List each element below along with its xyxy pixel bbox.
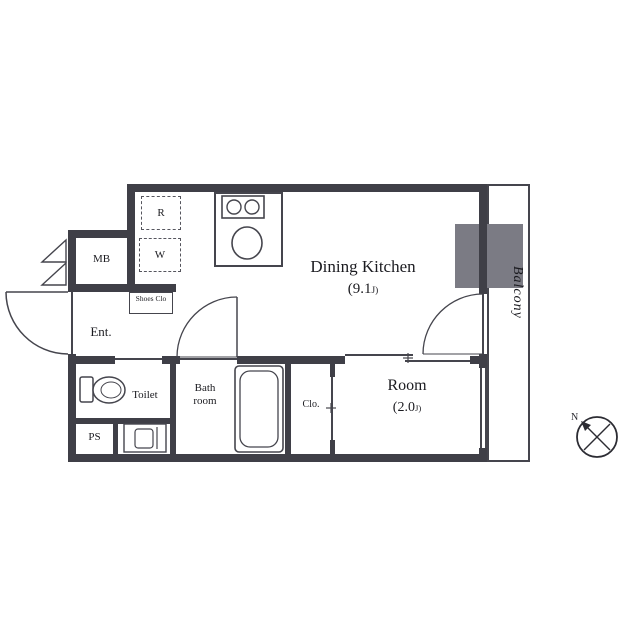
room-size: (2.0J) xyxy=(392,400,422,415)
room-sliding-door-panel-2 xyxy=(405,360,470,362)
toilet-icon xyxy=(79,376,126,404)
wall-hall-bottom-c xyxy=(237,356,345,364)
refrigerator-space-box: R xyxy=(141,196,181,230)
washer-label: W xyxy=(154,249,166,261)
kitchen-sink-icon xyxy=(231,226,263,260)
compass-icon: N xyxy=(571,412,618,458)
entrance-door-arc xyxy=(5,291,69,355)
wall-closet-stub-bottom xyxy=(330,440,335,454)
pipe-space-label: PS xyxy=(88,431,101,443)
balcony-area xyxy=(487,184,530,462)
wall-right-mid xyxy=(479,354,487,368)
structural-pillar xyxy=(455,224,523,288)
room-window-line-inner xyxy=(485,368,487,448)
entrance-threshold-line xyxy=(71,292,73,354)
kitchen-counter xyxy=(214,192,283,267)
balcony-door-threshold xyxy=(482,294,484,354)
wall-bottom xyxy=(68,454,487,462)
wall-ps-right xyxy=(113,424,118,454)
shoes-closet-box: Shoes Clo xyxy=(129,292,173,314)
balcony-door-arc xyxy=(422,293,484,355)
wall-hall-bottom-d xyxy=(470,356,487,364)
wall-bath-left xyxy=(170,356,176,454)
wall-top xyxy=(127,184,487,192)
washer-space-box: W xyxy=(139,238,181,272)
wall-closet-stub-top xyxy=(330,363,335,377)
balcony-label: Balcony xyxy=(510,266,525,319)
dining-kitchen-label: Dining Kitchen xyxy=(310,257,416,276)
meter-box-label: MB xyxy=(92,253,111,265)
shoes-closet-label: Shoes Clo xyxy=(135,294,167,303)
room-sliding-door-panel-1 xyxy=(345,354,413,356)
dining-kitchen-size: (9.1J) xyxy=(347,281,379,297)
wall-upper-left xyxy=(127,184,135,292)
room-label: Room xyxy=(387,377,427,394)
hall-door-arc xyxy=(176,296,238,358)
compass-north-label: N xyxy=(571,412,578,423)
door-cross-mark xyxy=(326,353,413,413)
wall-right-upper xyxy=(479,184,487,294)
basin-icon xyxy=(123,423,167,453)
wall-bath-right xyxy=(285,363,291,454)
wall-toilet-ps xyxy=(68,418,170,424)
bathtub-icon xyxy=(234,365,284,453)
wall-mb-top xyxy=(68,230,135,238)
entrance-label: Ent. xyxy=(90,324,112,339)
wall-left-lower xyxy=(68,354,76,462)
toilet-door-line xyxy=(115,358,162,360)
toilet-label: Toilet xyxy=(132,389,158,401)
wall-hall-bottom-a xyxy=(68,356,115,364)
wall-mb-bottom xyxy=(68,284,176,292)
stove-icon xyxy=(221,195,265,219)
bath-door-line xyxy=(180,358,237,360)
refrigerator-label: R xyxy=(157,207,165,219)
wall-left-upper xyxy=(68,230,76,292)
room-window-line-outer xyxy=(480,368,482,448)
closet-label: Clo. xyxy=(302,399,320,410)
bath-room-label: Bath room xyxy=(193,382,217,407)
mb-door-icon xyxy=(40,238,67,286)
